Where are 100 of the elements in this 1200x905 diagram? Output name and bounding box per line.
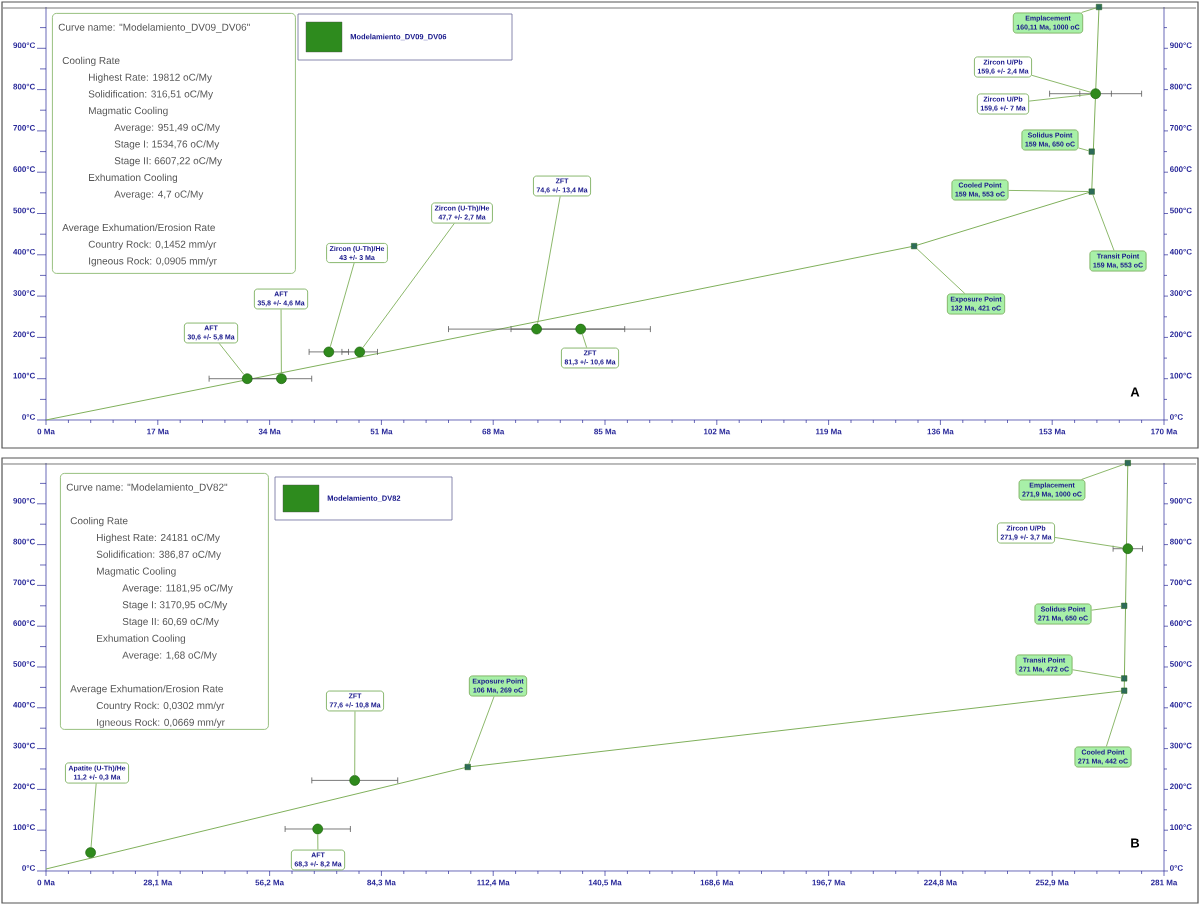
info-text: Highest Rate: 19812 oC/My xyxy=(89,73,212,83)
data-point xyxy=(312,823,323,835)
axis-tick-label: 500°C xyxy=(13,207,36,214)
data-point xyxy=(241,373,253,384)
axis-tick-label: 84,3 Ma xyxy=(367,879,396,887)
data-point xyxy=(1122,543,1134,554)
leader-line xyxy=(1078,147,1090,152)
axis-tick-label: 900°C xyxy=(1170,42,1192,49)
axis-tick-label: 500°C xyxy=(1169,661,1192,667)
info-text: Stage I: 1534,76 oC/My xyxy=(114,140,220,150)
leader-line xyxy=(218,342,245,375)
info-text: Highest Rate: 24181 oC/My xyxy=(97,533,220,544)
axis-tick-label: 700°C xyxy=(13,579,36,586)
leader-line xyxy=(1054,537,1123,549)
info-text: Average: 951,49 oC/My xyxy=(114,123,220,133)
info-text: Curve name: "Modelamiento_DV09_DV06" xyxy=(58,23,250,33)
leader-line xyxy=(329,262,355,348)
axis-tick-label: 700°C xyxy=(1170,579,1192,586)
axis-tick-label: 200°C xyxy=(13,783,36,790)
info-text: Cooling Rate xyxy=(62,56,120,67)
axis-tick-label: 17 Ma xyxy=(147,428,169,435)
info-text: Igneous Rock: 0,0669 mm/yr xyxy=(97,718,225,728)
info-text: Average Exhumation/Erosion Rate xyxy=(62,223,215,234)
info-text: Stage I: 3170,95 oC/My xyxy=(122,600,228,611)
axis-tick-label: 800°C xyxy=(13,83,36,90)
axis-tick-label: 400°C xyxy=(1169,701,1192,708)
axis-tick-label: 200°C xyxy=(1170,331,1192,338)
axis-tick-label: 170 Ma xyxy=(1151,428,1178,435)
axis-tick-label: 600°C xyxy=(13,166,36,172)
axis-tick-label: 200°C xyxy=(13,331,36,338)
leader-line xyxy=(1072,669,1122,679)
axis-tick-label: 800°C xyxy=(1169,83,1192,90)
axis-tick-label: 102 Ma xyxy=(703,428,731,435)
axis-tick-label: 140,5 Ma xyxy=(588,879,622,887)
info-text: Country Rock: 0,1452 mm/yr xyxy=(88,240,217,250)
axis-tick-label: 300°C xyxy=(13,290,36,296)
info-text: Igneous Rock: 0,0905 mm/yr xyxy=(89,257,217,267)
axis-tick-label: 168,6 Ma xyxy=(700,879,734,887)
info-text: Country Rock: 0,0302 mm/yr xyxy=(96,701,225,712)
axis-tick-label: 600°C xyxy=(1170,620,1192,626)
info-text: Magmatic Cooling xyxy=(97,567,176,577)
leader-line xyxy=(354,710,356,776)
axis-tick-label: 900°C xyxy=(13,42,36,49)
axis-tick-label: 300°C xyxy=(1169,290,1192,296)
info-text: Exhumation Cooling xyxy=(89,173,178,183)
axis-tick-label: 28,1 Ma xyxy=(143,879,173,887)
axis-tick-label: 500°C xyxy=(1169,207,1192,214)
leader-line xyxy=(1091,605,1122,611)
leader-line xyxy=(280,308,282,374)
info-text: Average: 1181,95 oC/My xyxy=(122,584,233,594)
info-text: Cooling Rate xyxy=(70,516,128,527)
axis-tick-label: 700°C xyxy=(1170,125,1192,131)
axis-tick-label: 700°C xyxy=(13,125,36,131)
axis-tick-label: 153 Ma xyxy=(1039,428,1066,435)
model-point xyxy=(911,243,918,250)
info-text: Magmatic Cooling xyxy=(89,106,168,117)
leader-line xyxy=(1092,194,1115,251)
info-text: Average: 1,68 oC/My xyxy=(122,651,217,661)
leader-line xyxy=(581,333,588,349)
leader-line xyxy=(1105,693,1124,747)
axis-tick-label: 800°C xyxy=(1169,538,1192,545)
model-point xyxy=(1096,4,1102,10)
axis-tick-label: 100°C xyxy=(13,824,36,830)
leader-line xyxy=(317,833,319,851)
axis-tick-label: 400°C xyxy=(13,248,36,255)
axis-tick-label: 51 Ma xyxy=(370,428,393,435)
axis-tick-label: 56,2 Ma xyxy=(255,879,285,887)
model-point xyxy=(1121,602,1128,609)
model-point xyxy=(464,764,471,770)
data-point xyxy=(349,775,360,786)
axis-tick-label: 252,9 Ma xyxy=(1035,879,1069,887)
leader-line xyxy=(90,783,97,848)
axis-tick-label: 200°C xyxy=(1170,783,1192,790)
leader-line xyxy=(468,696,495,765)
axis-tick-label: 900°C xyxy=(1170,497,1192,504)
model-point xyxy=(1124,460,1131,466)
axis-tick-label: 0 Ma xyxy=(37,879,55,886)
data-point xyxy=(1090,88,1101,99)
axis-tick-label: 85 Ma xyxy=(594,428,617,435)
leader-line xyxy=(537,195,561,325)
axis-tick-label: 281 Ma xyxy=(1150,879,1178,886)
axis-tick-label: 100°C xyxy=(1170,824,1192,830)
model-point xyxy=(1088,148,1095,155)
data-point xyxy=(354,346,365,358)
leader-line xyxy=(1031,74,1091,93)
axis-tick-label: 224,8 Ma xyxy=(924,879,958,887)
info-text: Average: 4,7 oC/My xyxy=(114,190,204,200)
axis-tick-label: 112,4 Ma xyxy=(477,879,510,887)
axis-tick-label: 0°C xyxy=(22,865,36,871)
model-point xyxy=(1088,188,1095,195)
axis-tick-label: 0°C xyxy=(22,414,36,420)
axis-tick-label: 600°C xyxy=(1170,166,1192,172)
axis-tick-label: 800°C xyxy=(13,538,36,545)
axis-tick-label: 900°C xyxy=(13,497,36,504)
panel-letter: A xyxy=(1130,387,1140,397)
axis-tick-label: 400°C xyxy=(13,701,36,708)
axis-tick-label: 0 Ma xyxy=(37,428,55,435)
data-point xyxy=(531,323,542,335)
leader-line xyxy=(362,223,455,349)
axis-tick-label: 0°C xyxy=(1170,865,1183,871)
